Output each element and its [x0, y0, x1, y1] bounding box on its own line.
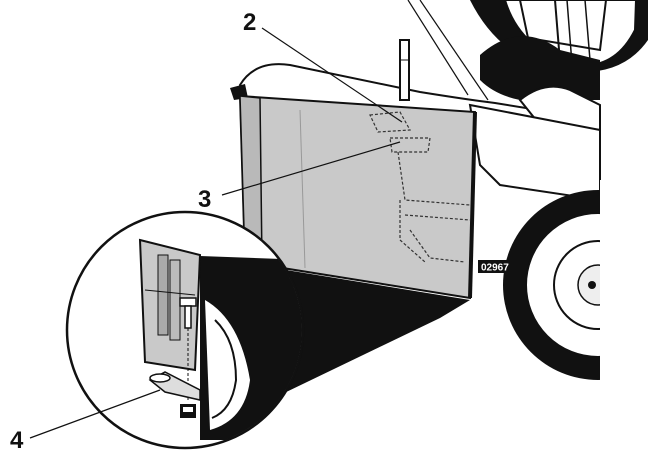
side-panel: [238, 94, 477, 300]
callout-3-label: 3: [198, 186, 211, 213]
callout-4-label: 4: [10, 427, 24, 453]
callout-4: 4: [10, 389, 161, 453]
callout-2-label: 2: [243, 9, 256, 36]
callout-3: 3: [198, 141, 401, 213]
figure-id: 02967: [481, 263, 509, 274]
callout-2: 2: [243, 9, 403, 123]
bottom-detail-circle: [65, 210, 305, 450]
rear-wheel: [503, 180, 648, 380]
figure-id-box: [478, 260, 516, 273]
